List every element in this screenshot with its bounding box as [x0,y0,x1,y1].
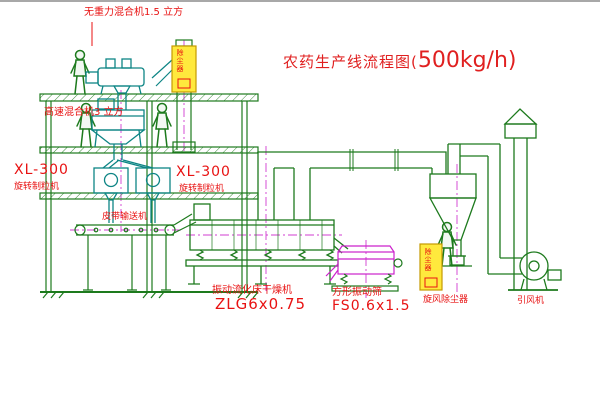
gravity-free-mixer [85,58,145,110]
label-dryer-model: ZLG6x0.75 [215,295,307,313]
elevator-cabinet-text: 除尘器 [176,49,184,73]
label-granulator-mid-model: XL-300 [176,164,231,180]
worker-second-floor-right [152,102,172,148]
bucket-elevator [151,39,196,153]
label-granulator-left-name: 旋转制粒机 [14,182,60,192]
label-high-speed-mixer: 高速混合机3 立方 [44,107,124,118]
fluid-bed-dryer [185,203,349,285]
induced-draft-fan [519,251,562,291]
exhaust-ducting [257,149,447,220]
right-dust-collector [419,243,443,291]
vibrating-screen [325,245,403,292]
rotary-granulators [93,167,171,223]
elevator-dust-collector [171,45,197,93]
cyclone-dust-collector [428,143,522,275]
label-cyclone: 旋风除尘器 [423,295,469,305]
label-belt-conveyor: 皮带输送机 [102,212,148,222]
label-dryer-name: 振动流化床干燥机 [212,285,292,296]
label-screen-name: 方形振动筛 [332,287,382,298]
label-granulator-mid-name: 旋转制粒机 [179,184,225,194]
title-capacity: 500kg/h) [417,48,517,73]
high-speed-mixer [90,98,154,169]
label-fan: 引风机 [517,296,545,306]
right-cabinet-text: 除尘器 [424,248,432,272]
label-gravity-free-mixer: 无重力混合机1.5 立方 [84,7,184,18]
label-granulator-left-model: XL-300 [14,162,69,178]
diagram-title: 农药生产线流程图(500kg/h) [283,48,517,73]
exhaust-stack [503,108,558,291]
label-screen-model: FS0.6x1.5 [332,298,411,314]
title-text: 农药生产线流程图( [283,53,418,71]
worker-figures [70,49,472,267]
belt-conveyor [74,213,197,291]
